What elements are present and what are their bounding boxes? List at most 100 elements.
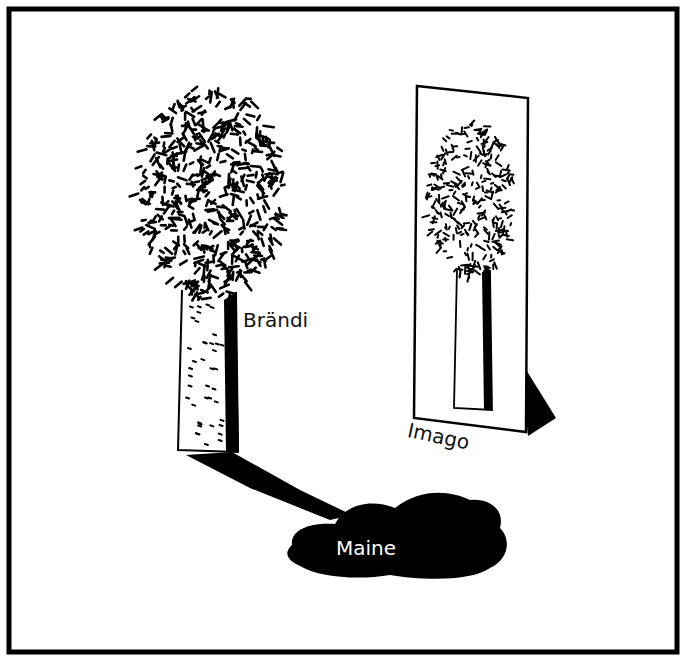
leaf-mark xyxy=(459,268,463,271)
leaf-mark xyxy=(508,170,510,173)
leaf-mark xyxy=(166,257,173,258)
leaf-mark xyxy=(208,281,209,288)
leaf-mark xyxy=(229,294,230,299)
leaf-mark xyxy=(476,187,480,189)
leaf-mark xyxy=(161,197,164,205)
leaf-mark xyxy=(165,265,170,266)
leaf-mark xyxy=(269,246,272,251)
leaf-mark xyxy=(257,116,260,121)
leaf-mark xyxy=(206,97,209,99)
leaf-mark xyxy=(241,177,244,186)
leaf-mark xyxy=(230,121,233,130)
leaf-mark xyxy=(502,185,505,188)
leaf-mark xyxy=(220,262,225,266)
leaf-mark xyxy=(169,153,177,158)
leaf-mark xyxy=(480,247,485,250)
leaf-mark xyxy=(198,182,205,190)
bark-mark xyxy=(220,425,223,426)
leaf-mark xyxy=(172,219,182,220)
leaf-mark xyxy=(178,177,187,180)
leaf-mark xyxy=(152,231,155,240)
leaf-mark xyxy=(263,126,273,128)
leaf-mark xyxy=(258,231,263,235)
leaf-mark xyxy=(197,189,207,192)
bark-mark xyxy=(210,368,213,369)
leaf-mark xyxy=(465,126,469,129)
leaf-mark xyxy=(479,206,481,208)
leaf-mark xyxy=(480,175,483,178)
leaf-mark xyxy=(507,165,509,170)
bark-mark xyxy=(219,434,222,435)
leaf-mark xyxy=(177,138,181,144)
leaf-mark xyxy=(233,196,234,205)
bark-mark xyxy=(201,359,204,360)
leaf-mark xyxy=(249,211,253,213)
leaf-mark xyxy=(212,134,219,139)
leaf-mark xyxy=(484,215,486,220)
leaf-mark xyxy=(157,160,160,167)
leaf-mark xyxy=(247,180,254,182)
leaf-mark xyxy=(501,221,503,227)
leaf-mark xyxy=(462,225,465,228)
leaf-mark xyxy=(224,134,225,137)
leaf-mark xyxy=(213,124,217,128)
leaf-mark xyxy=(478,262,481,269)
leaf-mark xyxy=(468,264,470,267)
leaf-mark xyxy=(485,191,488,193)
leaf-mark xyxy=(197,173,202,176)
leaf-mark xyxy=(465,253,466,255)
leaf-mark xyxy=(210,231,212,234)
leaf-mark xyxy=(211,276,218,278)
leaf-mark xyxy=(484,268,488,271)
leaf-mark xyxy=(502,180,506,181)
leaf-mark xyxy=(217,154,218,160)
leaf-mark xyxy=(160,251,163,253)
leaf-mark xyxy=(245,262,247,268)
leaf-mark xyxy=(135,227,143,230)
leaf-mark xyxy=(483,145,484,151)
leaf-mark xyxy=(191,183,195,186)
leaf-mark xyxy=(190,162,193,164)
leaf-mark xyxy=(434,184,440,188)
leaf-mark xyxy=(164,148,172,153)
leaf-mark xyxy=(195,293,204,295)
shadow-streak xyxy=(186,452,352,520)
leaf-mark xyxy=(216,102,220,107)
leaf-mark xyxy=(475,224,477,227)
leaf-mark xyxy=(193,227,198,233)
leaf-mark xyxy=(444,182,449,184)
leaf-mark xyxy=(440,212,441,217)
leaf-mark xyxy=(239,162,249,165)
leaf-mark xyxy=(481,186,484,191)
bark-mark xyxy=(216,343,219,344)
leaf-mark xyxy=(439,242,441,247)
leaf-mark xyxy=(244,271,249,274)
leaf-mark xyxy=(220,161,225,162)
leaf-mark xyxy=(453,235,455,240)
leaf-mark xyxy=(218,212,224,218)
leaf-mark xyxy=(474,156,479,161)
leaf-mark xyxy=(510,178,512,182)
leaf-mark xyxy=(174,197,180,200)
leaf-mark xyxy=(206,129,209,130)
leaf-mark xyxy=(231,240,238,242)
leaf-mark xyxy=(454,192,456,195)
leaf-mark xyxy=(487,169,489,173)
bark-mark xyxy=(204,343,207,344)
leaf-mark xyxy=(492,265,494,269)
leaf-mark xyxy=(234,128,238,131)
leaf-mark xyxy=(153,216,156,221)
leaf-mark xyxy=(184,153,185,161)
leaf-mark xyxy=(467,275,469,282)
leaf-mark xyxy=(195,146,203,151)
leaf-mark xyxy=(245,185,246,190)
leaf-mark xyxy=(202,111,205,115)
bark-mark xyxy=(210,343,213,344)
leaf-mark xyxy=(449,151,453,153)
leaf-mark xyxy=(159,256,164,260)
leaf-mark xyxy=(487,269,489,275)
leaf-mark xyxy=(485,154,486,157)
bark-mark xyxy=(191,317,194,318)
leaf-mark xyxy=(220,148,229,151)
bark-mark xyxy=(219,440,222,441)
